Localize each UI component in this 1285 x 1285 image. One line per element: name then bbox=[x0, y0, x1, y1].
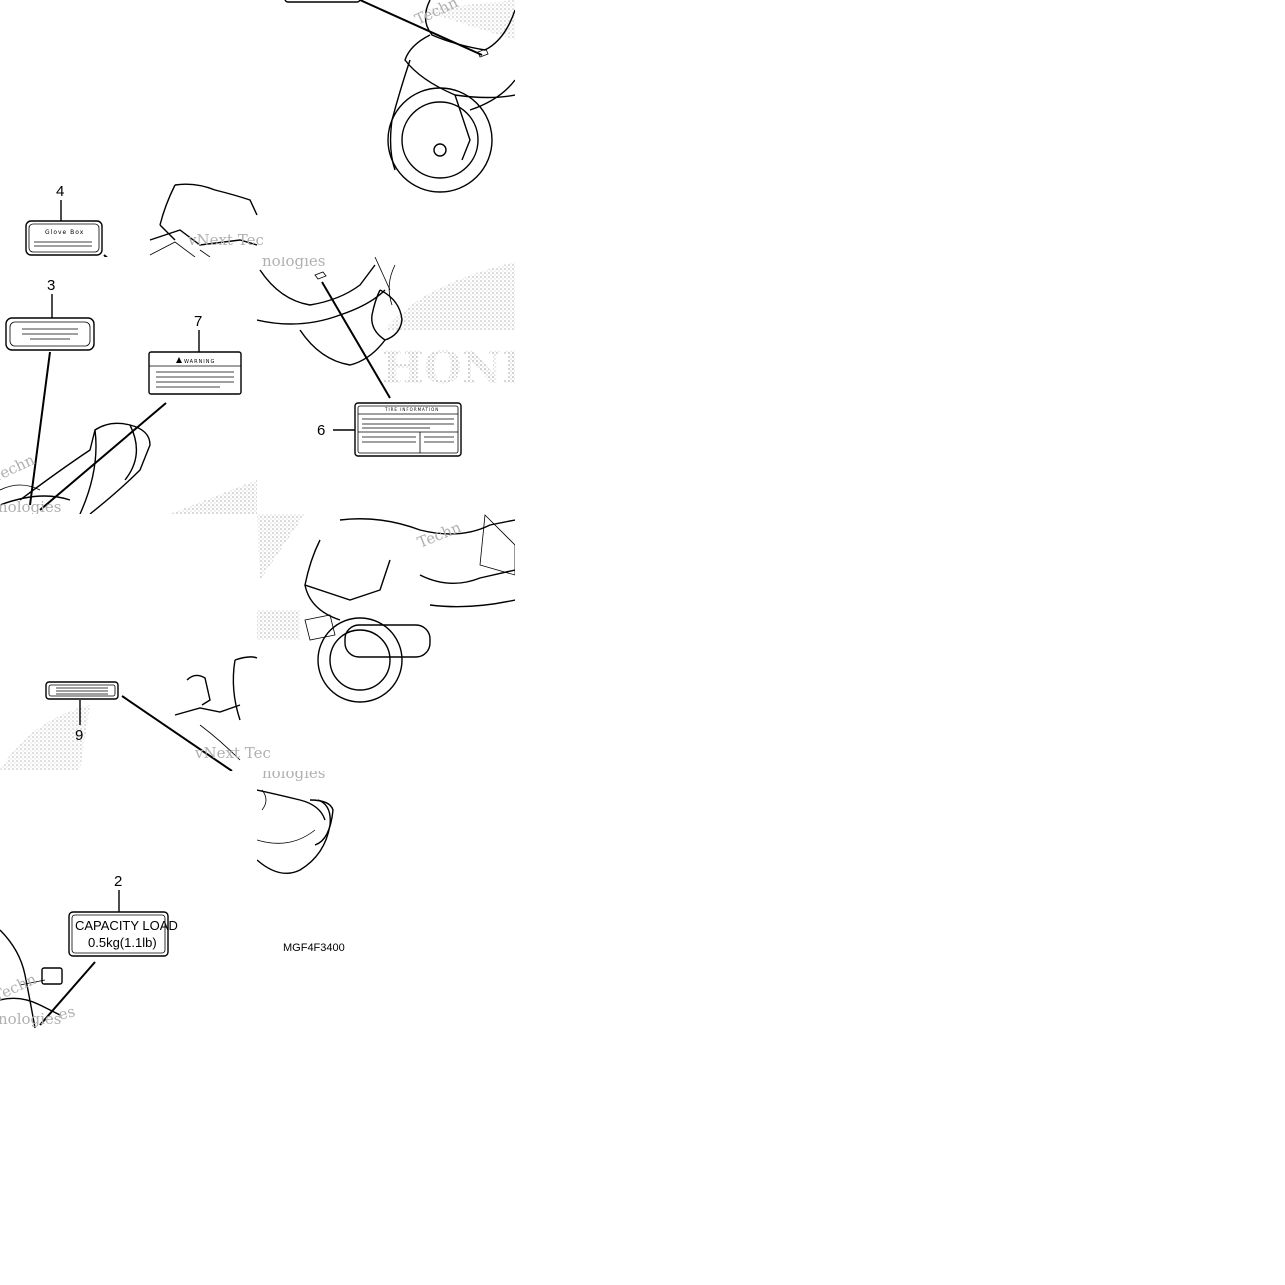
scooter-windscreen-drawing bbox=[149, 183, 258, 257]
tile-capacity: 2 CAPACITY LOAD 0.5kg(1.1lb) Techn nolog… bbox=[0, 873, 178, 1028]
watermark: Techn bbox=[0, 451, 38, 487]
scooter-side-drawing bbox=[257, 257, 403, 366]
scooter-seat-drawing bbox=[0, 422, 151, 514]
label-9 bbox=[45, 681, 119, 700]
callout-4: 4 bbox=[56, 183, 64, 200]
label-3 bbox=[5, 317, 95, 351]
svg-text:WARNING: WARNING bbox=[184, 359, 215, 365]
callout-3: 3 bbox=[47, 277, 55, 294]
diagram-code: MGF4F3400 bbox=[283, 942, 345, 954]
label-warning: WARNING bbox=[148, 351, 242, 395]
svg-text:CAPACITY LOAD: CAPACITY LOAD bbox=[75, 918, 178, 933]
tile-seat: 3 7 WARNING bbox=[0, 277, 257, 516]
callout-7: 7 bbox=[194, 313, 202, 330]
brand-watermark: HONDA bbox=[382, 343, 575, 394]
callout-2: 2 bbox=[114, 873, 122, 890]
svg-text:0.5kg(1.1lb): 0.5kg(1.1lb) bbox=[88, 935, 157, 950]
svg-text:Glove Box: Glove Box bbox=[45, 229, 84, 236]
watermark: Techn bbox=[415, 518, 464, 552]
watermark: es bbox=[56, 1002, 77, 1024]
svg-text:TIRE INFORMATION: TIRE INFORMATION bbox=[384, 407, 439, 412]
watermark: nologies bbox=[0, 498, 62, 516]
scooter-mirror-drawing bbox=[0, 929, 63, 1028]
watermark: vNext Tec bbox=[194, 744, 271, 762]
tile-tire-info: HONDA nologies 6 TIRE INFORMATION bbox=[257, 252, 575, 457]
watermark: Techn bbox=[0, 970, 40, 1006]
watermark: nologies bbox=[0, 1010, 62, 1028]
scooter-rear-drawing bbox=[304, 514, 515, 703]
callout-6: 6 bbox=[317, 422, 325, 439]
label-glove-box: Glove Box bbox=[25, 220, 103, 256]
tile-top: Techn 4 Glove Box vNext Tec bbox=[25, 0, 515, 257]
scooter-handlebar-drawing bbox=[174, 656, 258, 761]
label-tire-information: TIRE INFORMATION bbox=[354, 402, 462, 457]
tile-rear: Techn 9 vNext Tec bbox=[0, 514, 515, 771]
label-capacity-load: CAPACITY LOAD 0.5kg(1.1lb) bbox=[68, 911, 178, 957]
scooter-front-drawing bbox=[387, 0, 515, 193]
callout-9: 9 bbox=[75, 727, 83, 744]
watermark: nologies bbox=[262, 764, 326, 782]
scooter-front-wheel-drawing bbox=[257, 789, 334, 874]
tile-front-wheel: nologies MGF4F3400 bbox=[257, 764, 345, 954]
watermark: nologies bbox=[262, 252, 326, 270]
watermark: vNext Tec bbox=[187, 231, 264, 249]
